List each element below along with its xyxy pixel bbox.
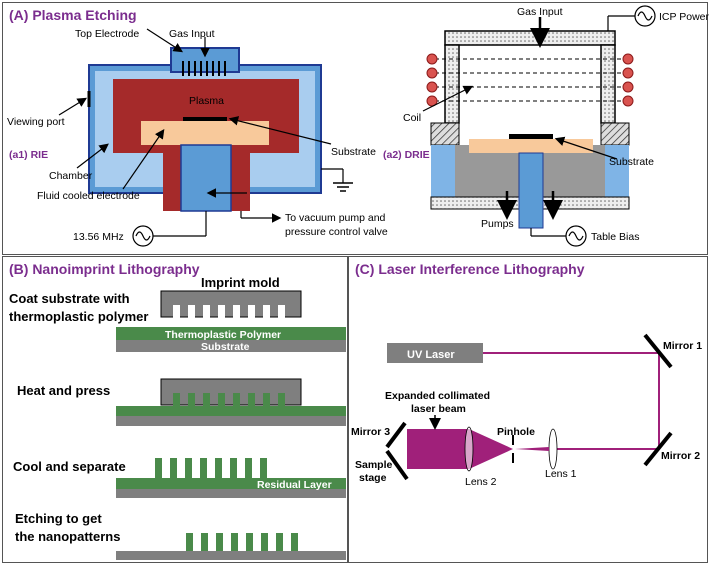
beam-focus-cone [515, 447, 549, 451]
step3-substrate [116, 489, 346, 498]
label-beam-line1: Expanded collimated [385, 390, 490, 402]
label-drie-substrate: Substrate [609, 156, 654, 168]
rie-cooled-electrode [180, 144, 232, 212]
label-lens2: Lens 2 [465, 476, 497, 488]
label-beam-line2: laser beam [411, 403, 466, 415]
label-mirror1: Mirror 1 [663, 340, 702, 352]
label-step3: Cool and separate [13, 459, 126, 474]
rf-source [132, 211, 207, 247]
ground-symbol [321, 168, 353, 192]
rie-reactor: Top Electrode Gas Input Plasma Viewing p… [7, 28, 388, 247]
label-step2: Heat and press [17, 383, 110, 398]
rie-wafer [183, 117, 227, 121]
gas-inlet-holes [182, 61, 226, 76]
beam-collimated [407, 429, 469, 469]
label-stage-line1: Sample [355, 459, 393, 471]
step4-substrate [116, 551, 346, 560]
lens-1 [548, 428, 558, 470]
mirror-1 [643, 333, 673, 369]
label-rie-gas-input: Gas Input [169, 28, 215, 40]
label-vacuum-line1: To vacuum pump and [285, 212, 386, 224]
drie-left-wall [444, 44, 460, 124]
step3-features [155, 458, 267, 478]
step1-mold [160, 290, 302, 318]
label-np-substrate: Substrate [201, 341, 250, 353]
step2-mold-pressed [160, 378, 302, 406]
uv-laser [387, 343, 483, 363]
label-table-bias: Table Bias [591, 231, 639, 243]
step4-nanopatterns [186, 533, 298, 551]
step1-substrate [116, 340, 346, 352]
step2-substrate [116, 416, 346, 426]
drie-top-plate [444, 30, 616, 46]
panel-b-title: (B) Nanoimprint Lithography [9, 261, 200, 277]
panel-a-title: (A) Plasma Etching [9, 7, 137, 23]
lens-2 [464, 426, 474, 472]
label-step4-line1: Etching to get [15, 511, 102, 526]
step1-polymer [116, 327, 346, 340]
plasma-etching-diagram: Top Electrode Gas Input Plasma Viewing p… [7, 5, 709, 247]
label-mirror2: Mirror 2 [661, 450, 700, 462]
drie-right-hatch [600, 122, 630, 146]
drie-wafer [509, 134, 553, 139]
label-plasma: Plasma [189, 95, 224, 107]
label-step1-line1: Coat substrate with [9, 291, 130, 306]
label-lens1: Lens 1 [545, 468, 577, 480]
label-thermoplastic-polymer: Thermoplastic Polymer [165, 329, 281, 341]
label-step1-line2: thermoplastic polymer [9, 309, 148, 324]
panel-plasma-etching: (A) Plasma Etching [2, 2, 709, 255]
drie-reactor: Gas Input ICP Power Coil (a2) DRIE Subst… [383, 5, 709, 247]
step2-polymer [116, 406, 346, 416]
label-uv-laser: UV Laser [407, 349, 455, 361]
mirror-2 [643, 431, 673, 467]
drie-left-hatch [430, 122, 460, 146]
drie-substrate-table [469, 139, 593, 153]
panel-laser-interference: (C) Laser Interference Lithography UV La… [348, 256, 708, 563]
mirror-3 [385, 421, 407, 449]
label-rie-tag: (a1) RIE [9, 149, 48, 161]
label-drie-gas-input: Gas Input [517, 6, 563, 18]
drie-right-wall [600, 44, 616, 124]
label-top-electrode: Top Electrode [75, 28, 139, 40]
label-rie-substrate: Substrate [331, 146, 376, 158]
label-chamber: Chamber [49, 170, 93, 182]
sample-stage [385, 449, 409, 481]
label-stage-line2: stage [359, 472, 387, 484]
step3-residual-layer [116, 478, 346, 489]
drie-right-window [605, 145, 629, 197]
label-mirror3: Mirror 3 [351, 426, 390, 438]
laser-interference-diagram: UV Laser Mirror 1 Mirror 2 Lens 1 Pinhol… [351, 333, 702, 488]
drie-table-column [518, 152, 544, 229]
rie-substrate-holder [141, 121, 269, 145]
label-vacuum-line2: pressure control valve [285, 226, 388, 238]
label-drie-tag: (a2) DRIE [383, 149, 430, 161]
panel-nanoimprint: (B) Nanoimprint Lithography Imprint mold… [2, 256, 348, 563]
label-viewing-port: Viewing port [7, 116, 65, 128]
label-pinhole: Pinhole [497, 426, 535, 438]
panel-c-title: (C) Laser Interference Lithography [355, 261, 585, 277]
beam-expanding-cone [469, 429, 513, 469]
label-fluid-cooled-electrode: Fluid cooled electrode [37, 190, 140, 202]
label-coil: Coil [403, 112, 421, 124]
label-residual-layer: Residual Layer [257, 479, 332, 491]
drie-left-window [431, 145, 455, 197]
label-step4-line2: the nanopatterns [15, 529, 120, 544]
label-pumps: Pumps [481, 218, 514, 230]
label-icp-power: ICP Power [659, 11, 709, 23]
nanoimprint-diagram: Imprint mold Thermoplastic Polymer Subst… [9, 275, 346, 560]
label-imprint-mold: Imprint mold [201, 275, 280, 290]
label-rf-source: 13.56 MHz [73, 231, 124, 243]
